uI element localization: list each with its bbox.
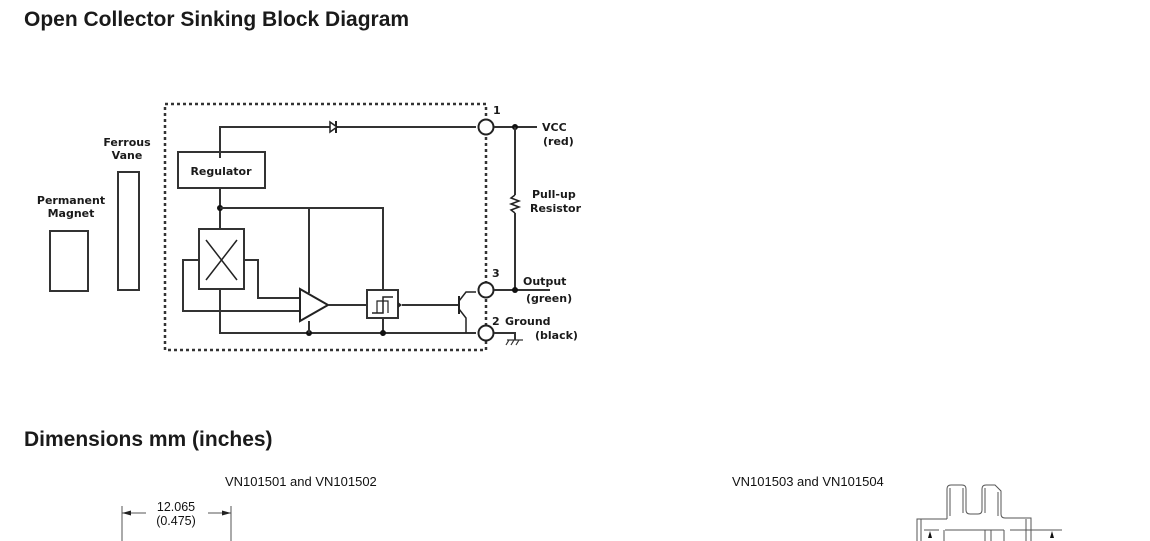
pin-3-number: 3 — [492, 267, 500, 280]
connector-inner-lines — [943, 530, 1005, 541]
magnet-shape — [49, 230, 89, 292]
hall-output-minus-wire — [182, 259, 300, 312]
regulator-block — [177, 151, 266, 189]
dimension-extension-lines — [121, 506, 232, 541]
ground-wire-color: (black) — [535, 329, 578, 342]
block-diagram-title: Open Collector Sinking Block Diagram — [24, 8, 410, 31]
transistor-icon — [458, 291, 476, 333]
pin-3-output — [477, 281, 495, 299]
vane-shape — [117, 171, 140, 291]
pin-2-ground — [477, 324, 495, 342]
vane-label-line2: Vane — [112, 149, 143, 162]
magnet-label-line1: Permanent — [37, 194, 105, 207]
connector-outline-drawing — [916, 484, 1062, 541]
vcc-wire-color: (red) — [543, 135, 574, 148]
width-mm-value: 12.065 — [157, 500, 195, 514]
hall-output-plus-wire — [244, 259, 300, 299]
ferrous-vane: Ferrous Vane — [103, 136, 151, 291]
comparator-icon — [299, 287, 331, 323]
magnet-label-line2: Magnet — [48, 207, 95, 220]
output-label: Output — [523, 275, 566, 288]
connector-tabs-outline — [946, 484, 1032, 541]
pin-1-vcc — [477, 118, 495, 136]
supply-bus-wire — [220, 207, 384, 290]
width-inch-value: (0.475) — [156, 514, 196, 528]
dimensions-title: Dimensions mm (inches) — [24, 428, 273, 451]
width-dimension: 12.065 (0.475) — [121, 500, 232, 541]
pullup-label-line2: Resistor — [530, 202, 582, 215]
vcc-label: VCC — [542, 121, 567, 134]
permanent-magnet: Permanent Magnet — [37, 194, 105, 292]
junction-dot — [380, 330, 386, 336]
sensor-boundary — [163, 102, 488, 352]
ground-icon — [505, 339, 523, 346]
hall-cross-icon — [205, 239, 238, 281]
pin-1-number: 1 — [493, 104, 501, 117]
connector-tabs-inner — [949, 488, 999, 516]
regulator-label: Regulator — [190, 165, 252, 178]
schmitt-output-arrow — [398, 302, 402, 308]
junction-dot — [512, 287, 518, 293]
resistor-icon — [508, 194, 522, 214]
vane-label-line1: Ferrous — [103, 136, 151, 149]
diode-icon — [329, 120, 339, 134]
connector-body-left — [916, 518, 947, 541]
hysteresis-icon — [372, 296, 393, 314]
pin-2-number: 2 — [492, 315, 500, 328]
right-drawing-caption: VN101503 and VN101504 — [732, 474, 884, 489]
pullup-label-line1: Pull-up — [532, 188, 576, 201]
ground-label: Ground — [505, 315, 551, 328]
output-wire-color: (green) — [526, 292, 572, 305]
ground-external-wire — [494, 332, 516, 340]
vcc-wire — [219, 126, 476, 158]
ground-bus-wire — [219, 289, 476, 334]
left-drawing-caption: VN101501 and VN101502 — [225, 474, 377, 489]
hysteresis-icon-inner — [376, 300, 389, 313]
